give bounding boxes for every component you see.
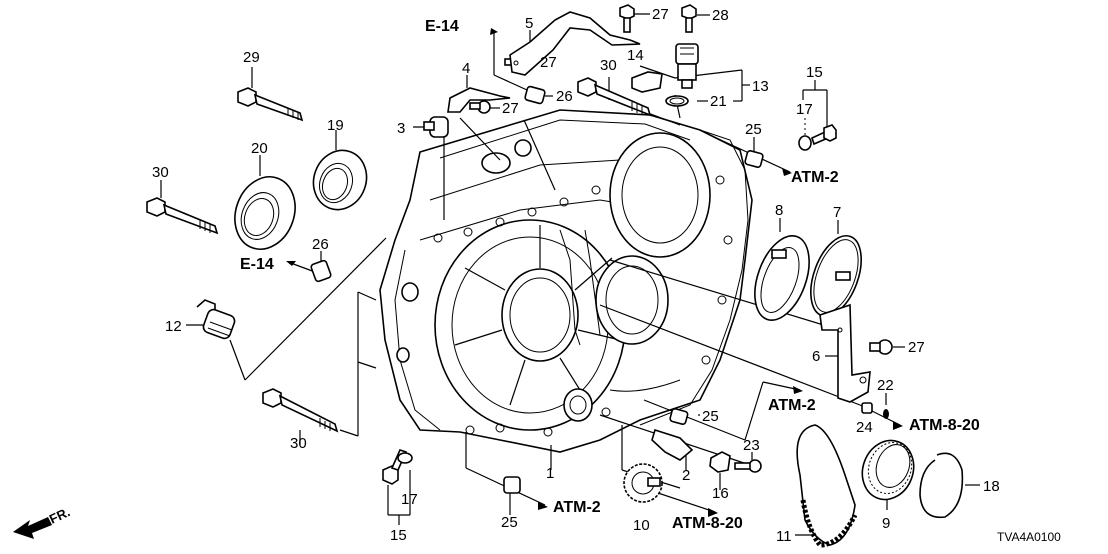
collar-24[interactable]: [861, 402, 873, 414]
bolt-30-left[interactable]: [146, 197, 219, 235]
callout-18[interactable]: 18: [983, 478, 1000, 495]
callout-27-right[interactable]: 27: [908, 339, 925, 356]
callout-12[interactable]: 12: [165, 318, 182, 335]
callout-15-bottom[interactable]: 15: [390, 527, 407, 544]
dowel-26-top[interactable]: [524, 85, 546, 105]
callout-27-upper[interactable]: 27: [540, 54, 557, 71]
callout-30-bottom[interactable]: 30: [290, 435, 307, 452]
ref-atm-8-20-right[interactable]: ATM-8-20: [909, 417, 980, 434]
callout-28[interactable]: 28: [712, 7, 729, 24]
callout-3[interactable]: 3: [397, 120, 405, 137]
callout-27-top[interactable]: 27: [652, 6, 669, 23]
ref-atm2-bottom[interactable]: ATM-2: [553, 499, 601, 516]
plate-8[interactable]: [744, 228, 819, 327]
ref-e14-top[interactable]: E-14: [425, 18, 459, 35]
ref-atm2-right[interactable]: ATM-2: [791, 169, 839, 186]
callout-17-top[interactable]: 17: [796, 101, 813, 118]
callout-25-top[interactable]: 25: [745, 121, 762, 138]
parts: [13, 4, 964, 548]
callout-6[interactable]: 6: [812, 348, 820, 365]
callout-9[interactable]: 9: [882, 515, 890, 532]
bolt-30-top[interactable]: [577, 77, 652, 117]
callout-26-left[interactable]: 26: [312, 236, 329, 253]
sprocket-10[interactable]: [623, 463, 663, 503]
disc-7[interactable]: [801, 229, 871, 323]
front-label: FR.: [47, 504, 72, 526]
callout-10[interactable]: 10: [633, 517, 650, 534]
sensor-13[interactable]: [675, 43, 699, 89]
callout-30-top[interactable]: 30: [600, 57, 617, 74]
bolt-30-bottom[interactable]: [262, 388, 339, 433]
reference-arrows: [286, 28, 903, 517]
chain-11[interactable]: [796, 424, 858, 548]
callout-1[interactable]: 1: [546, 465, 554, 482]
callout-23[interactable]: 23: [743, 437, 760, 454]
callout-17-bottom[interactable]: 17: [401, 491, 418, 508]
callout-16[interactable]: 16: [712, 485, 729, 502]
callout-25-bottom[interactable]: 25: [501, 514, 518, 531]
dowel-26-left[interactable]: [310, 259, 332, 283]
ref-e14-left[interactable]: E-14: [240, 256, 274, 273]
callout-24[interactable]: 24: [856, 419, 873, 436]
bolt-15-bottom[interactable]: [382, 449, 413, 485]
callout-7[interactable]: 7: [833, 204, 841, 221]
bolt-15-top[interactable]: [798, 124, 837, 151]
dowel-25-top[interactable]: [744, 150, 764, 168]
reference-labels: E-14 E-14 ATM-2 ATM-2 ATM-2 ATM-8-20 ATM…: [47, 18, 1061, 544]
callout-22[interactable]: 22: [877, 377, 894, 394]
o-ring-21[interactable]: [665, 95, 689, 107]
dowel-25-middle[interactable]: [669, 408, 689, 425]
part-3[interactable]: [423, 116, 449, 138]
callout-27-left[interactable]: 27: [502, 100, 519, 117]
callout-26-top[interactable]: 26: [556, 88, 573, 105]
callout-15-top[interactable]: 15: [806, 64, 823, 81]
callout-21[interactable]: 21: [710, 93, 727, 110]
callout-2[interactable]: 2: [682, 467, 690, 484]
transmission-case[interactable]: [379, 109, 753, 453]
callout-8[interactable]: 8: [775, 202, 783, 219]
front-arrow-icon: [13, 517, 52, 539]
dowel-25-bottom[interactable]: [503, 476, 521, 494]
callout-5[interactable]: 5: [525, 15, 533, 32]
bolt-29[interactable]: [237, 87, 304, 122]
bracket-4[interactable]: [447, 87, 511, 113]
part-2[interactable]: [651, 428, 694, 461]
callout-13[interactable]: 13: [752, 78, 769, 95]
bolt-27-c[interactable]: [619, 4, 635, 33]
callout-11[interactable]: 11: [776, 528, 792, 545]
callout-labels: 1 2 3 4 5 6 7 8 9 10 11 12 13 14 15 15 1…: [152, 6, 1000, 545]
part-22[interactable]: [883, 409, 889, 419]
ref-atm2-middle[interactable]: ATM-2: [768, 397, 816, 414]
bolt-27-d[interactable]: [869, 339, 893, 355]
bearing-9[interactable]: [854, 433, 922, 506]
part-16[interactable]: [709, 451, 731, 473]
callout-20[interactable]: 20: [251, 140, 268, 157]
callout-19[interactable]: 19: [327, 117, 344, 134]
bolt-27-a[interactable]: [469, 100, 491, 114]
bolt-23[interactable]: [734, 459, 762, 473]
callout-4[interactable]: 4: [462, 60, 470, 77]
callout-25-middle[interactable]: 25: [702, 408, 719, 425]
bracket-5[interactable]: [509, 11, 641, 76]
callout-29[interactable]: 29: [243, 49, 260, 66]
seal-19[interactable]: [305, 143, 374, 217]
bracket-6[interactable]: [819, 303, 871, 403]
callout-30-left[interactable]: 30: [152, 164, 169, 181]
clip-14[interactable]: [631, 71, 663, 93]
breather-12[interactable]: [196, 299, 236, 340]
callout-14[interactable]: 14: [627, 47, 644, 64]
ref-atm-8-20-bottom[interactable]: ATM-8-20: [672, 515, 743, 532]
bolt-28[interactable]: [681, 4, 697, 33]
seal-20[interactable]: [225, 168, 305, 257]
diagram-code: TVA4A0100: [997, 530, 1061, 544]
snap-ring-18[interactable]: [919, 452, 964, 519]
